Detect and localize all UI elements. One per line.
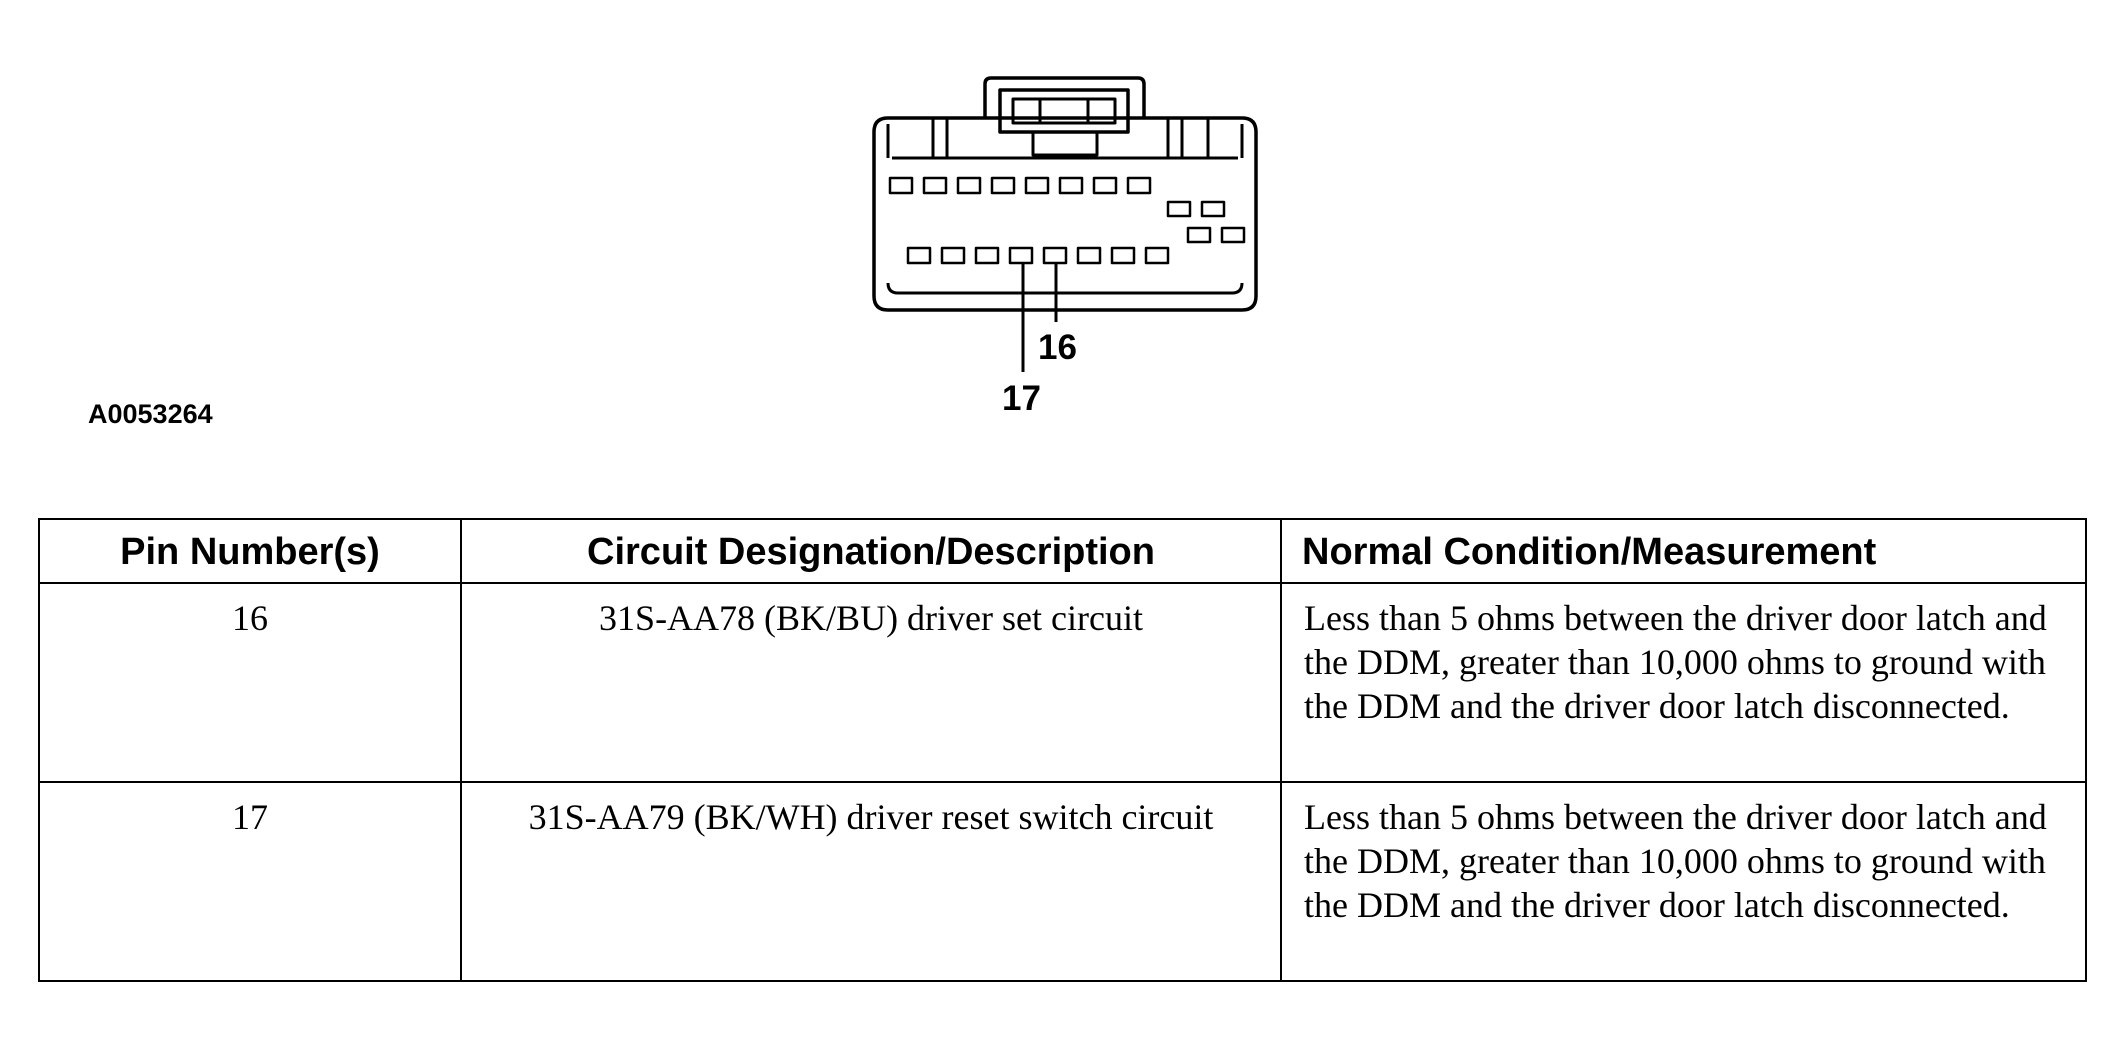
header-pin-numbers: Pin Number(s): [38, 518, 462, 584]
normal-condition-cell: Less than 5 ohms between the driver door…: [1280, 582, 2087, 783]
pin-16-cavity: [1042, 246, 1068, 265]
lock-tab-inner: [1011, 97, 1117, 125]
pin-number-cell: 16: [38, 582, 462, 783]
pin-17-cavity: [1008, 246, 1034, 265]
pin-cavities-right: [1166, 200, 1246, 244]
pin-row-bottom: [906, 246, 1170, 265]
connector-housing: [872, 116, 1258, 312]
header-circuit-description: Circuit Designation/Description: [460, 518, 1282, 584]
housing-inner-outline: [886, 124, 1244, 295]
circuit-description-cell: 31S-AA79 (BK/WH) driver reset switch cir…: [460, 781, 1282, 982]
callout-16: 16: [1038, 328, 1077, 367]
figure-id: A0053264: [88, 399, 213, 429]
circuit-description-cell: 31S-AA78 (BK/BU) driver set circuit: [460, 582, 1282, 783]
connector-diagram: 16 17: [872, 76, 1258, 418]
table-header-row: Pin Number(s) Circuit Designation/Descri…: [38, 518, 2087, 584]
callout-17: 17: [1002, 379, 1041, 418]
pin-row-top: [888, 176, 1152, 195]
connector-lock-tab: [983, 76, 1146, 118]
normal-condition-cell: Less than 5 ohms between the driver door…: [1280, 781, 2087, 982]
pin-table: Pin Number(s) Circuit Designation/Descri…: [38, 518, 2087, 982]
lock-tab-window: [998, 88, 1130, 134]
header-normal-condition: Normal Condition/Measurement: [1280, 518, 2087, 584]
table-row: 16 31S-AA78 (BK/BU) driver set circuit L…: [38, 582, 2087, 783]
table-row: 17 31S-AA79 (BK/WH) driver reset switch …: [38, 781, 2087, 982]
pin-number-cell: 17: [38, 781, 462, 982]
